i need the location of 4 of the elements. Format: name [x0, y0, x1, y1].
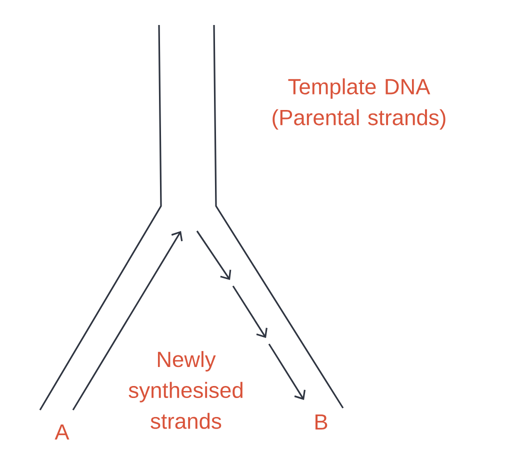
- end-label: A: [54, 424, 70, 440]
- strand-label: Newly synthesised strands: [128, 351, 242, 429]
- strand-label: Template DNA (Parental strands): [272, 78, 446, 130]
- end-label: B: [316, 414, 328, 430]
